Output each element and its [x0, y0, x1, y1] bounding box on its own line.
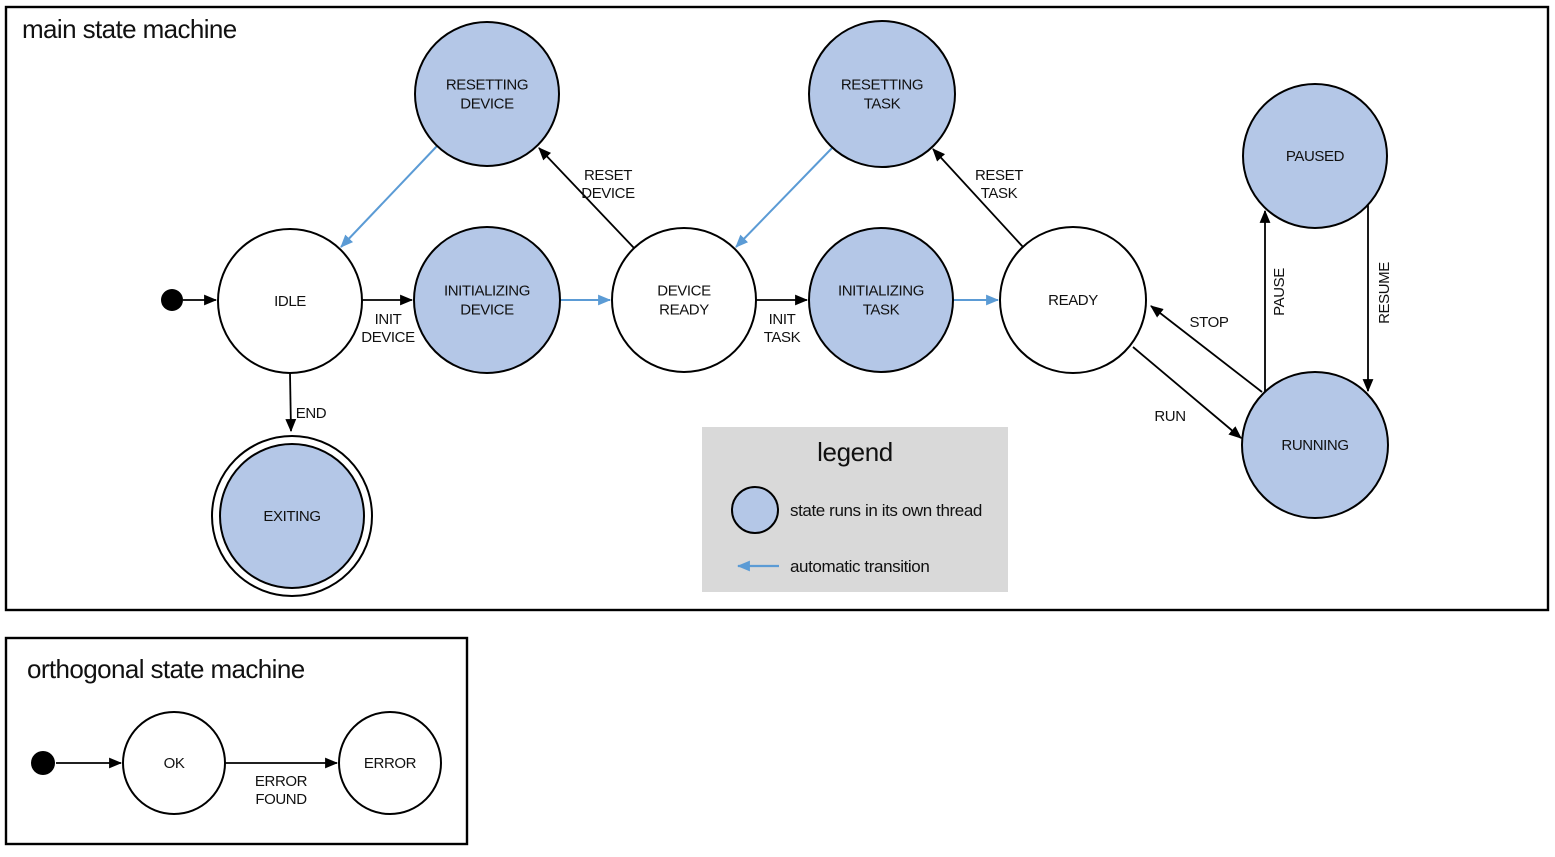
state-resetting-device-circle: [414, 21, 560, 167]
state-device-ready-circle: [611, 227, 757, 373]
state-idle-circle: [217, 228, 363, 374]
state-paused-label: PAUSED: [1286, 148, 1345, 165]
transition-resetting-task-to-device-ready: [735, 146, 834, 248]
state-idle-label: IDLE: [274, 293, 306, 310]
state-running-circle: [1241, 371, 1389, 519]
transition-idle-to-exiting-label: END: [296, 405, 327, 422]
legend-item: automatic transition: [736, 557, 930, 576]
state-ready: READY: [999, 226, 1147, 374]
transition-ready-to-resetting-task: [932, 148, 1024, 248]
state-initializing-task-circle: [808, 227, 954, 373]
main-state-machine-frame: [4, 5, 1550, 612]
legend: legend state runs in its own thread automa…: [702, 427, 1008, 592]
legend-layer: legend state runs in its own thread automa…: [702, 427, 1008, 592]
transition-ready-to-running-label: RUN: [1154, 408, 1185, 425]
state-running: RUNNING: [1241, 371, 1389, 519]
state-ready-label: READY: [1048, 292, 1098, 309]
main-state-machine-title: main state machine: [22, 14, 237, 44]
orthogonal-state-machine-initial-state-dot: [31, 751, 55, 775]
state-initializing-device-circle: [413, 226, 561, 374]
transition-running-to-ready: [1150, 305, 1263, 393]
state-ok-label: OK: [164, 755, 185, 772]
state-exiting: EXITING: [211, 435, 373, 597]
state-ok: OK: [122, 711, 226, 815]
state-ready-circle: [999, 226, 1147, 374]
thread-state-circle-icon: [731, 486, 779, 534]
transition-resetting-device-to-idle: [340, 145, 438, 248]
state-resetting-task-circle: [808, 20, 956, 168]
transition-idle-to-exiting: [285, 372, 297, 433]
state-exiting-circle: [219, 443, 365, 589]
state-paused-circle: [1242, 83, 1388, 229]
transition-running-to-paused-label: PAUSE: [1271, 268, 1288, 316]
main-state-machine-initial-state-dot: [161, 289, 183, 311]
state-error: ERROR: [338, 711, 442, 815]
legend-item-label-1: automatic transition: [790, 557, 929, 576]
state-error-label: ERROR: [364, 755, 417, 772]
orthogonal-state-machine-frame: [4, 636, 469, 846]
transition-ready-to-running: [1132, 346, 1242, 439]
legend-item-label-0: state runs in its own thread: [790, 501, 982, 520]
state-ok-circle: [122, 711, 226, 815]
transition-paused-to-running-label: RESUME: [1376, 262, 1393, 324]
legend-title: legend: [817, 437, 893, 467]
transition-device-ready-to-resetting-device: [538, 147, 635, 249]
legend-item: state runs in its own thread: [731, 486, 982, 534]
state-idle: IDLE: [217, 228, 363, 374]
state-paused: PAUSED: [1242, 83, 1388, 229]
orthogonal-state-machine-title: orthogonal state machine: [27, 654, 305, 684]
state-running-label: RUNNING: [1281, 437, 1348, 454]
state-exiting-label: EXITING: [263, 508, 320, 525]
state-error-circle: [338, 711, 442, 815]
transition-running-to-ready-label: STOP: [1190, 314, 1229, 331]
